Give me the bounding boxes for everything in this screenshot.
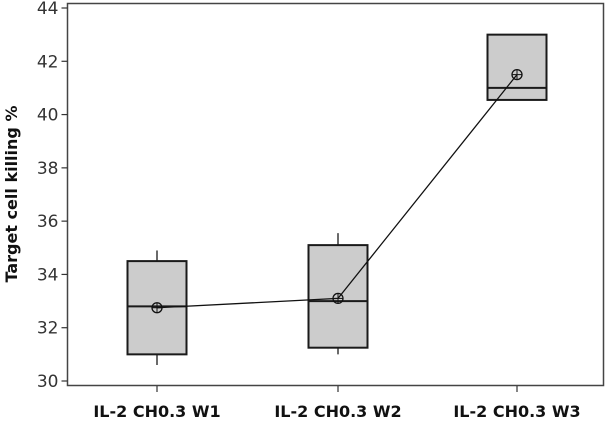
y-tick-label: 34 <box>37 265 59 285</box>
box-1 <box>126 250 188 366</box>
iqr-box <box>486 33 548 101</box>
y-tick-label: 40 <box>37 106 59 126</box>
mean-marker-icon <box>332 292 344 305</box>
x-axis: IL-2 CH0.3 W1 IL-2 CH0.3 W2 IL-2 CH0.3 W3 <box>93 386 581 421</box>
mean-marker-icon <box>151 302 163 314</box>
mean-markers <box>151 68 523 314</box>
x-tick-label: IL-2 CH0.3 W3 <box>453 402 580 421</box>
y-tick-label: 32 <box>37 319 59 339</box>
box-3 <box>486 33 548 101</box>
y-tick-label: 38 <box>37 159 59 179</box>
mean-marker-icon <box>511 68 523 81</box>
plot-frame <box>66 2 605 387</box>
y-axis-title: Target cell killing % <box>2 106 21 283</box>
boxes <box>126 33 548 366</box>
y-axis: 30 32 34 36 38 40 42 44 <box>37 0 68 392</box>
x-tick-label: IL-2 CH0.3 W1 <box>93 402 220 421</box>
y-tick-label: 44 <box>37 0 59 19</box>
y-tick-label: 42 <box>37 52 59 72</box>
y-tick-label: 30 <box>37 372 59 392</box>
y-tick-label: 36 <box>37 212 59 232</box>
x-tick-label: IL-2 CH0.3 W2 <box>274 402 401 421</box>
